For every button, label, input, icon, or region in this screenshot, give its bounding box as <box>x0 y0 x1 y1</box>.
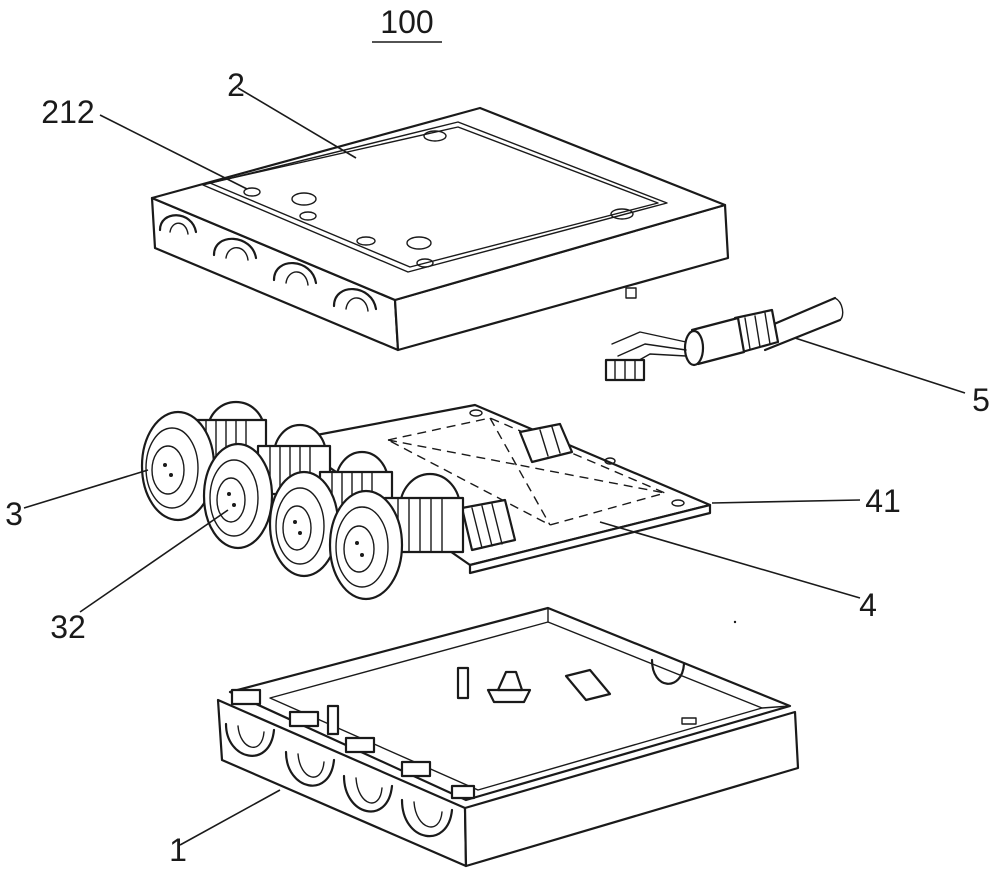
connector-front-nut <box>270 472 338 576</box>
callout-board-edge: 41 <box>865 483 901 519</box>
socket-pin <box>355 541 359 545</box>
socket-pin <box>227 492 231 496</box>
callout-lid: 2 <box>227 67 245 103</box>
leader-line-4 <box>600 522 860 598</box>
leader-line-41 <box>712 500 860 503</box>
housing-latch <box>402 762 430 776</box>
cable-wire <box>612 332 686 344</box>
pcb-terminal-block <box>462 500 515 550</box>
callout-circuit-board: 4 <box>859 587 877 623</box>
leader-line-212 <box>100 115 247 189</box>
cable-part <box>606 298 843 380</box>
lid-locating-pin <box>626 288 636 298</box>
callout-connector-socket: 32 <box>50 609 86 645</box>
callout-connector: 3 <box>5 496 23 532</box>
housing-latch <box>232 690 260 704</box>
socket-pin <box>232 503 236 507</box>
leader-line-32 <box>80 510 228 612</box>
lid-part <box>152 108 728 350</box>
connector-front-nut <box>204 444 272 548</box>
callout-cable: 5 <box>972 382 990 418</box>
leader-line-3 <box>24 470 148 508</box>
housing-latch <box>290 712 318 726</box>
leader-line-5 <box>795 338 965 393</box>
callout-base-housing: 1 <box>169 832 187 868</box>
socket-pin <box>293 520 297 524</box>
stray-mark <box>734 621 736 623</box>
housing-post <box>458 668 468 698</box>
socket-pin <box>298 531 302 535</box>
callout-lid-hole: 212 <box>41 94 94 130</box>
figure-reference-numeral: 100 <box>380 4 433 40</box>
socket-pin <box>163 463 167 467</box>
cable-gland-face <box>685 331 703 365</box>
cable-end <box>835 298 843 320</box>
leader-line-2 <box>238 88 356 158</box>
base-housing-part <box>218 608 798 866</box>
housing-latch <box>346 738 374 752</box>
socket-pin <box>169 473 173 477</box>
socket-pin <box>360 553 364 557</box>
housing-boss-base <box>488 690 530 702</box>
housing-latch <box>452 786 474 798</box>
leader-line-1 <box>180 790 280 845</box>
housing-post <box>328 706 338 734</box>
